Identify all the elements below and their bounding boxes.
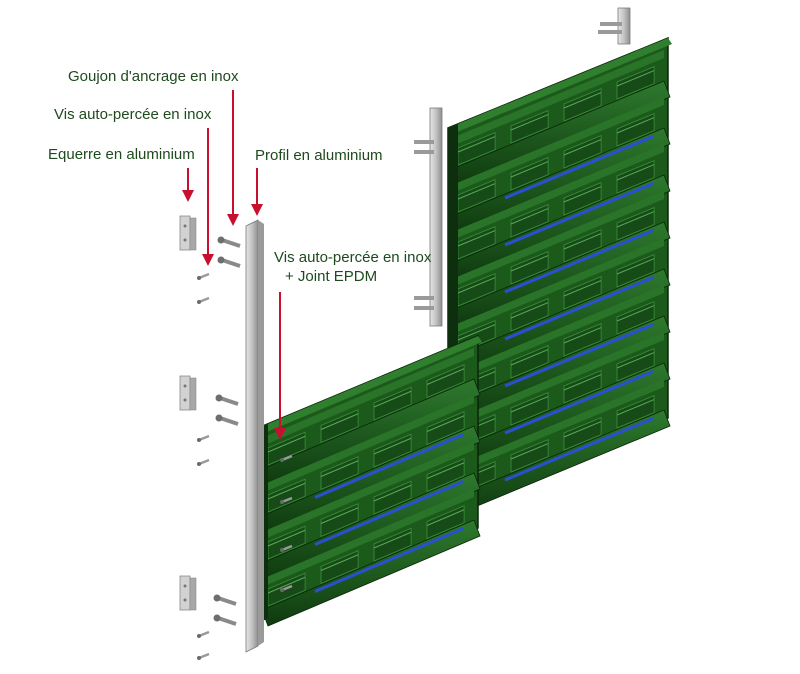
upper-panel-rows [451, 50, 671, 515]
anchor-bolts [213, 236, 241, 626]
label-goujon: Goujon d'ancrage en inox [68, 68, 239, 85]
upper-profile [414, 7, 631, 327]
angle-brackets [179, 215, 197, 611]
aluminium-profile [245, 219, 264, 653]
label-equerre: Equerre en aluminium [48, 146, 195, 163]
callout-arrows [182, 90, 286, 440]
lower-panel [257, 334, 482, 627]
label-profil: Profil en aluminium [255, 147, 383, 164]
upper-panel [447, 36, 672, 515]
label-vis-auto: Vis auto-percée en inox [54, 106, 212, 123]
label-vis-joint-line2: + Joint EPDM [285, 268, 378, 285]
label-vis-joint-line1: Vis auto-percée en inox [274, 249, 432, 266]
self-drilling-screws [197, 272, 293, 660]
